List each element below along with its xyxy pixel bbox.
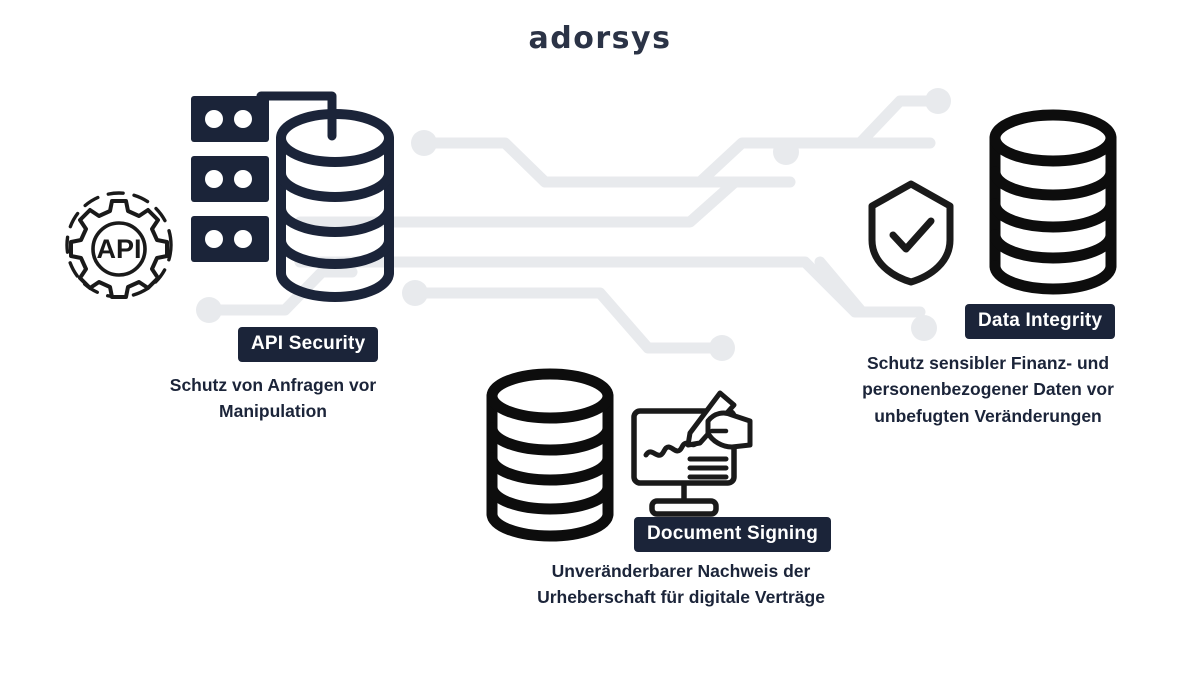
- server-database-icon: [191, 91, 394, 302]
- api-security-icon-group: API: [60, 88, 411, 313]
- hand-icon: [705, 410, 753, 449]
- check-mark: [889, 217, 935, 253]
- database-cylinder-icon: [486, 368, 614, 542]
- document-signing-caption: Unveränderbarer Nachweis der Urheberscha…: [537, 561, 825, 608]
- monitor-signing-icon: [631, 390, 753, 517]
- document-signing-icon-group: [480, 368, 760, 543]
- api-gear-icon: API: [65, 190, 173, 299]
- adorsys-logo: adorsys: [528, 21, 672, 56]
- document-signing-badge-label: Document Signing: [634, 517, 832, 552]
- database-cylinder-icon: [276, 109, 394, 302]
- data-integrity-icon-group: [865, 108, 1123, 298]
- data-integrity-caption: Schutz sensibler Finanz- und personenbez…: [862, 353, 1114, 426]
- server-rack-bracket: [256, 91, 337, 141]
- database-cylinder-icon: [989, 109, 1117, 295]
- shield-check-icon: [868, 180, 954, 286]
- server-rack-bar: [191, 96, 269, 142]
- circuit-node-dots: [196, 88, 951, 361]
- api-gear-label: API: [96, 234, 141, 264]
- api-security-badge-label: API Security: [238, 327, 379, 362]
- data-integrity-badge-label: Data Integrity: [965, 304, 1116, 339]
- api-security-caption: Schutz von Anfragen vor Manipulation: [169, 375, 377, 422]
- server-rack-bar: [191, 216, 269, 262]
- data-integrity-badge[interactable]: Data Integrity: [965, 304, 1116, 339]
- server-rack-bar: [191, 156, 269, 202]
- document-signing-badge[interactable]: Document Signing: [634, 517, 832, 552]
- api-security-badge[interactable]: API Security: [238, 327, 379, 362]
